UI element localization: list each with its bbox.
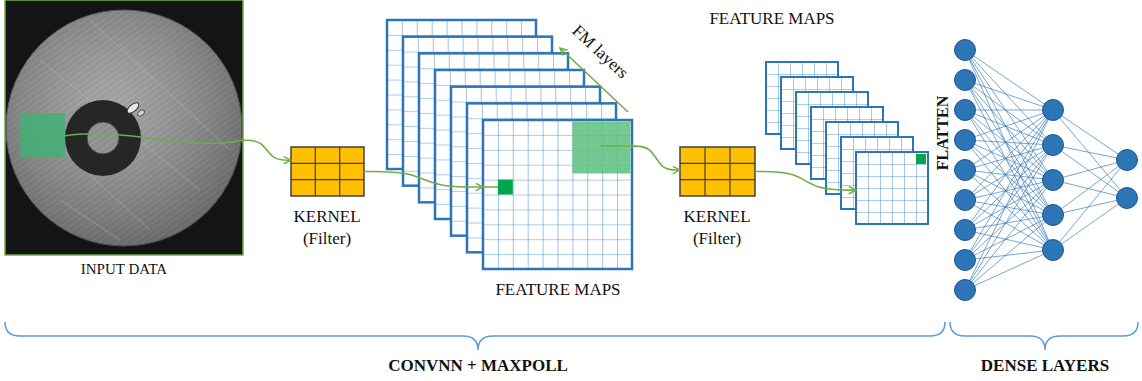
synapse-line [965, 140, 1053, 215]
group-label: DENSE LAYERS [981, 356, 1109, 376]
node-label: KERNEL (Filter) [281, 206, 373, 250]
synapse-line [965, 80, 1053, 250]
synapse-line [965, 110, 1053, 111]
feature-map-stack [387, 20, 632, 269]
synapse-line [965, 230, 1053, 250]
flow-arrow [755, 172, 856, 191]
synapse-line [1053, 145, 1127, 198]
node-label: INPUT DATA [14, 260, 234, 278]
feature-map-box: FEATURE MAPS [856, 152, 928, 224]
synapse-line [965, 110, 1053, 200]
synapse-line [1053, 198, 1127, 250]
dense-network [955, 40, 1138, 301]
kernel-grid [680, 147, 755, 196]
synapse-line [965, 110, 1053, 140]
synapse-line [1053, 160, 1127, 250]
synapse-line [965, 250, 1053, 290]
neuron [1117, 188, 1138, 209]
synapse-line [1053, 160, 1127, 180]
synapse-line [1053, 180, 1127, 198]
input-image [5, 0, 243, 255]
synapse-line [965, 180, 1053, 230]
neuron [1043, 100, 1064, 121]
synapse-line [965, 140, 1053, 180]
flow-arrow [364, 172, 483, 188]
synapse-line [965, 145, 1053, 260]
node-label: FEATURE MAPS [662, 9, 882, 29]
synapse-line [965, 140, 1053, 145]
neuron [955, 130, 976, 151]
synapse-line [965, 250, 1053, 260]
kernel-box: KERNEL (Filter) [680, 147, 755, 196]
synapse-line [1053, 198, 1127, 215]
feature-map-box: FEATURE MAPS [483, 120, 632, 269]
neuron [955, 250, 976, 271]
synapse-line [1053, 110, 1127, 198]
synapse-line [965, 215, 1053, 260]
brace [950, 322, 1138, 350]
neuron [1043, 135, 1064, 156]
synapse-line [965, 215, 1053, 290]
axis-note: FM layers [568, 21, 632, 83]
neuron [955, 70, 976, 91]
node-label: FEATURE MAPS [448, 280, 668, 300]
node-label: KERNEL (Filter) [671, 206, 763, 250]
synapse-line [965, 50, 1053, 180]
neuron [1043, 240, 1064, 261]
flow-arrow [243, 140, 291, 160]
synapse-line [965, 110, 1053, 170]
brace [5, 322, 945, 350]
synapse-line [965, 110, 1053, 260]
synapse-line [965, 180, 1053, 290]
neuron [955, 220, 976, 241]
synapse-line [965, 170, 1053, 180]
image-box: INPUT DATA [5, 0, 243, 255]
neuron [955, 280, 976, 301]
neuron [955, 160, 976, 181]
neuron [955, 40, 976, 61]
neuron [955, 190, 976, 211]
flow-arrow [632, 146, 680, 170]
neuron [1117, 150, 1138, 171]
kernel-grid [291, 147, 364, 196]
synapse-line [965, 110, 1053, 230]
neuron [1043, 205, 1064, 226]
synapse-line [965, 80, 1053, 145]
group-label: CONVNN + MAXPOLL [388, 356, 568, 376]
synapse-line [965, 180, 1053, 260]
synapse-line [965, 145, 1053, 290]
synapse-line [965, 110, 1053, 290]
neuron [1043, 170, 1064, 191]
layer-label: FLATTEN [934, 96, 952, 170]
neuron [955, 100, 976, 121]
feature-map-stack [766, 62, 928, 224]
kernel-box: KERNEL (Filter) [291, 147, 364, 196]
synapse-line [1053, 160, 1127, 215]
synapse-line [965, 110, 1053, 250]
synapse-line [965, 140, 1053, 250]
